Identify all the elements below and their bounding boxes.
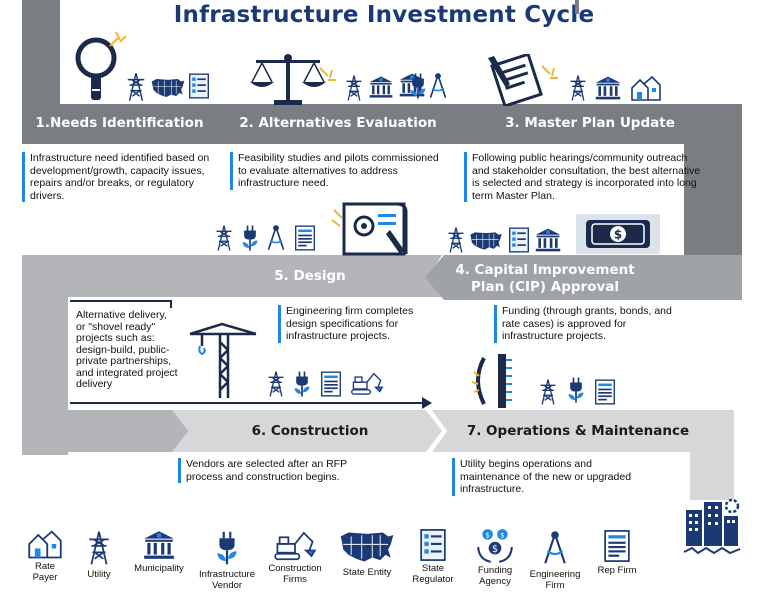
excavator-icon bbox=[350, 370, 384, 396]
us-map-icon bbox=[150, 76, 186, 100]
plug-icon bbox=[240, 224, 260, 252]
sparkle-icon bbox=[318, 66, 338, 86]
compass-icon bbox=[428, 72, 448, 100]
compass-icon bbox=[542, 528, 568, 568]
excavator-icon bbox=[273, 528, 317, 562]
step-4-label: 4. Capital Improvement Plan (CIP) Approv… bbox=[440, 262, 650, 296]
alt-delivery-text: Alternative delivery, or "shovel ready" … bbox=[76, 309, 178, 390]
us-map-icon bbox=[468, 230, 504, 252]
step-2-label: 2. Alternatives Evaluation bbox=[239, 115, 437, 131]
top-frame-right bbox=[575, 0, 579, 14]
step-4-label-line1: 4. Capital Improvement bbox=[455, 262, 635, 278]
infrastructure-city-icon bbox=[682, 496, 742, 556]
blueprint-icon bbox=[330, 200, 412, 258]
svg-text:$: $ bbox=[614, 228, 622, 242]
house-icon bbox=[630, 74, 662, 102]
power-tower-icon bbox=[538, 378, 558, 406]
step-3-label: 3. Master Plan Update bbox=[505, 115, 675, 131]
right-end-connector bbox=[690, 410, 734, 500]
document-icon bbox=[294, 224, 316, 252]
legend-label: State Entity bbox=[342, 567, 392, 578]
wrench-tool-icon bbox=[470, 352, 518, 410]
municipal-building-icon bbox=[368, 74, 394, 100]
page-title: Infrastructure Investment Cycle bbox=[173, 2, 595, 28]
plug-icon bbox=[566, 376, 586, 404]
checklist-icon bbox=[508, 226, 530, 254]
step-4-desc: Funding (through grants, bonds, and rate… bbox=[494, 305, 674, 343]
alt-delivery-line-top bbox=[70, 300, 172, 302]
legend-utility: Utility bbox=[64, 528, 134, 581]
alt-delivery-line-vertical bbox=[170, 300, 172, 308]
checklist-icon bbox=[188, 72, 210, 100]
legend-municipality: Municipality bbox=[124, 528, 194, 575]
legend-label: Rep Firm bbox=[597, 565, 637, 576]
compass-icon bbox=[266, 224, 286, 252]
house-icon bbox=[27, 528, 63, 560]
plug-icon bbox=[292, 370, 312, 398]
money-hands-icon bbox=[476, 528, 514, 564]
step-1-label: 1.Needs Identification bbox=[35, 115, 204, 131]
us-map-icon bbox=[338, 528, 396, 566]
document-icon bbox=[320, 370, 342, 398]
sparkle-icon bbox=[108, 28, 132, 48]
legend-state-entity: State Entity bbox=[332, 528, 402, 579]
step-2-desc: Feasibility studies and pilots commissio… bbox=[230, 152, 442, 190]
document-pencil-icon bbox=[484, 54, 550, 106]
step-5-label: 5. Design bbox=[274, 268, 346, 284]
document-icon bbox=[594, 378, 616, 406]
power-tower-icon bbox=[568, 74, 588, 102]
top-frame-left bbox=[22, 0, 60, 120]
step-7-desc: Utility begins operations and maintenanc… bbox=[452, 458, 652, 496]
step-6-label: 6. Construction bbox=[251, 423, 369, 439]
plug-icon bbox=[408, 72, 428, 100]
row2-band-right bbox=[425, 255, 742, 300]
row3-band bbox=[22, 410, 202, 452]
step-1-desc: Infrastructure need identified based on … bbox=[22, 152, 218, 202]
step-4-label-line2: Plan (CIP) Approval bbox=[470, 279, 620, 295]
step-3-desc: Following public hearings/community outr… bbox=[464, 152, 704, 202]
alt-delivery-line-bottom bbox=[70, 402, 425, 404]
step-5-desc: Engineering firm completes design specif… bbox=[278, 305, 428, 343]
scales-icon bbox=[248, 52, 328, 108]
row2-band-left bbox=[172, 255, 442, 297]
power-tower-icon bbox=[86, 528, 112, 568]
magnifier-icon bbox=[72, 34, 122, 104]
power-tower-icon bbox=[446, 226, 466, 254]
step-6-desc: Vendors are selected after an RFP proces… bbox=[178, 458, 358, 483]
step-7-label: 7. Operations & Maintenance bbox=[466, 423, 690, 439]
power-tower-icon bbox=[266, 370, 286, 398]
power-tower-icon bbox=[125, 72, 147, 102]
legend-label: Utility bbox=[87, 569, 111, 580]
power-tower-icon bbox=[214, 224, 234, 252]
municipal-building-icon bbox=[534, 226, 562, 254]
document-icon bbox=[603, 528, 631, 564]
checklist-icon bbox=[419, 528, 447, 562]
municipal-building-icon bbox=[142, 528, 176, 562]
plug-icon bbox=[214, 528, 240, 568]
arrow-head-icon bbox=[422, 397, 432, 409]
legend-label: Municipality bbox=[134, 563, 184, 574]
row1-band bbox=[22, 104, 242, 144]
sparkle-icon bbox=[540, 64, 560, 84]
legend-rep-firm: Rep Firm bbox=[582, 528, 652, 577]
power-tower-icon bbox=[344, 74, 364, 102]
money-bill-icon: $ bbox=[574, 210, 662, 258]
crane-icon bbox=[186, 322, 258, 400]
municipal-building-icon bbox=[594, 74, 622, 102]
